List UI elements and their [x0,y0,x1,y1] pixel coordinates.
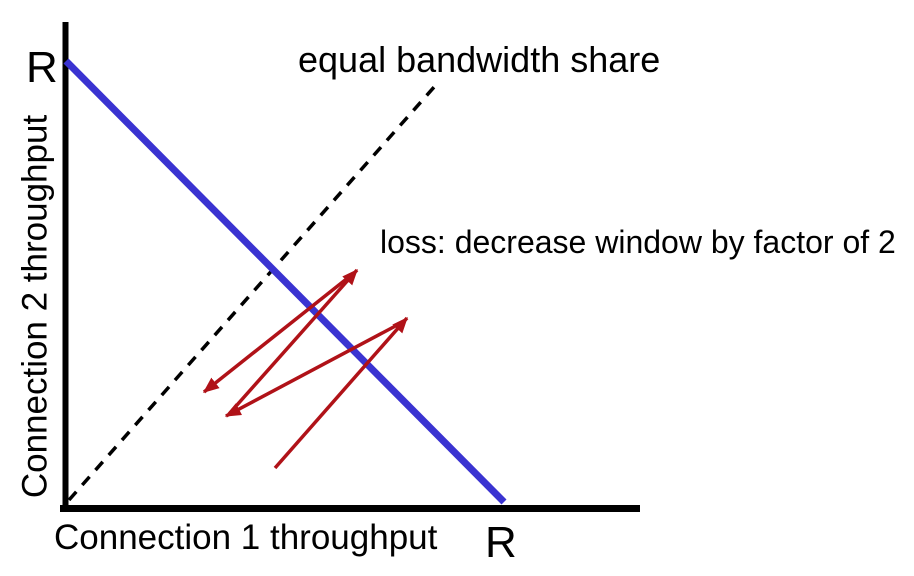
equal-share-label: equal bandwidth share [298,39,661,80]
equal-share-line [67,84,437,502]
trajectory-increase-1 [273,316,409,470]
trajectory-decrease-1 [224,320,404,418]
loss-annotation: loss: decrease window by factor of 2 [380,224,896,260]
x-axis-title: Connection 1 throughput [54,518,438,557]
trajectory-decrease-2 [202,271,356,394]
x-axis-max-label: R [485,518,517,567]
full-utilization-line [63,58,507,505]
trajectory-increase-2 [227,268,359,416]
y-axis-max-label: R [26,43,58,92]
y-axis-title: Connection 2 throughput [15,114,55,499]
